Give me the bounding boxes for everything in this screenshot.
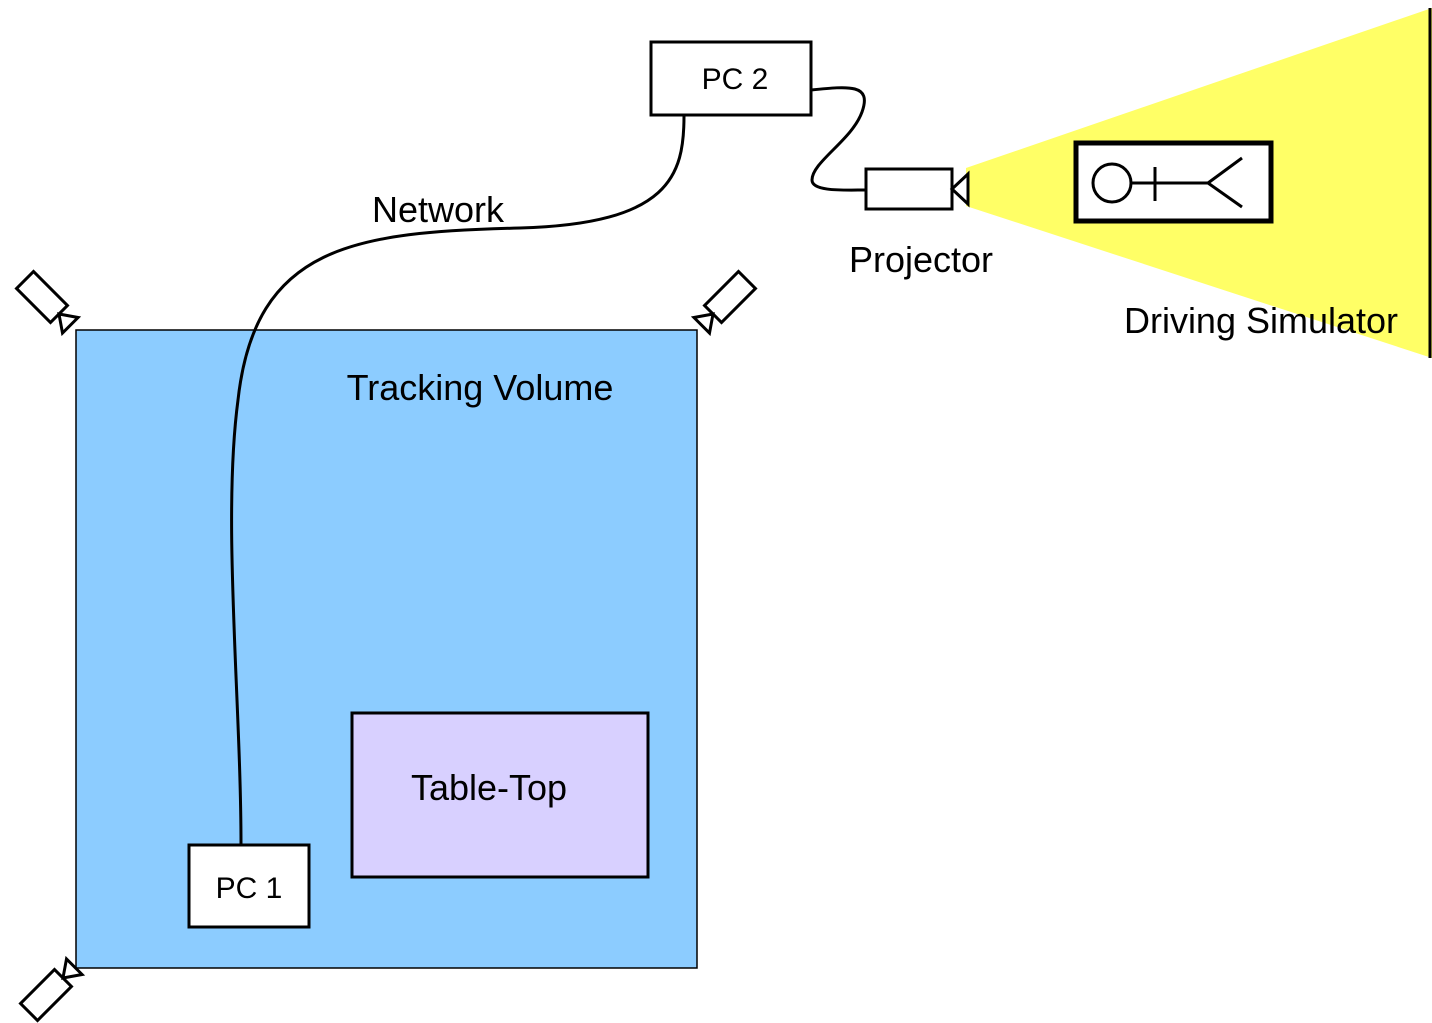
camera-icon <box>14 269 82 337</box>
pc1-box <box>187 843 311 929</box>
projector-icon <box>864 167 970 211</box>
table-top <box>350 711 650 879</box>
tracking-volume-label: Tracking Volume <box>347 367 614 408</box>
pc2-label: PC 2 <box>702 63 769 96</box>
network-cable <box>230 115 686 846</box>
projector-label: Projector <box>849 239 993 280</box>
table-top-label: Table-Top <box>411 767 567 808</box>
stick-figure-icon <box>1091 156 1243 209</box>
driving-simulator-label: Driving Simulator <box>1124 300 1398 341</box>
camera-icon <box>690 269 758 337</box>
pc2-box <box>649 40 813 117</box>
pc1-label: PC 1 <box>216 872 283 905</box>
network-label: Network <box>372 189 505 230</box>
camera-icon <box>18 955 86 1023</box>
projector-cable <box>810 86 867 192</box>
